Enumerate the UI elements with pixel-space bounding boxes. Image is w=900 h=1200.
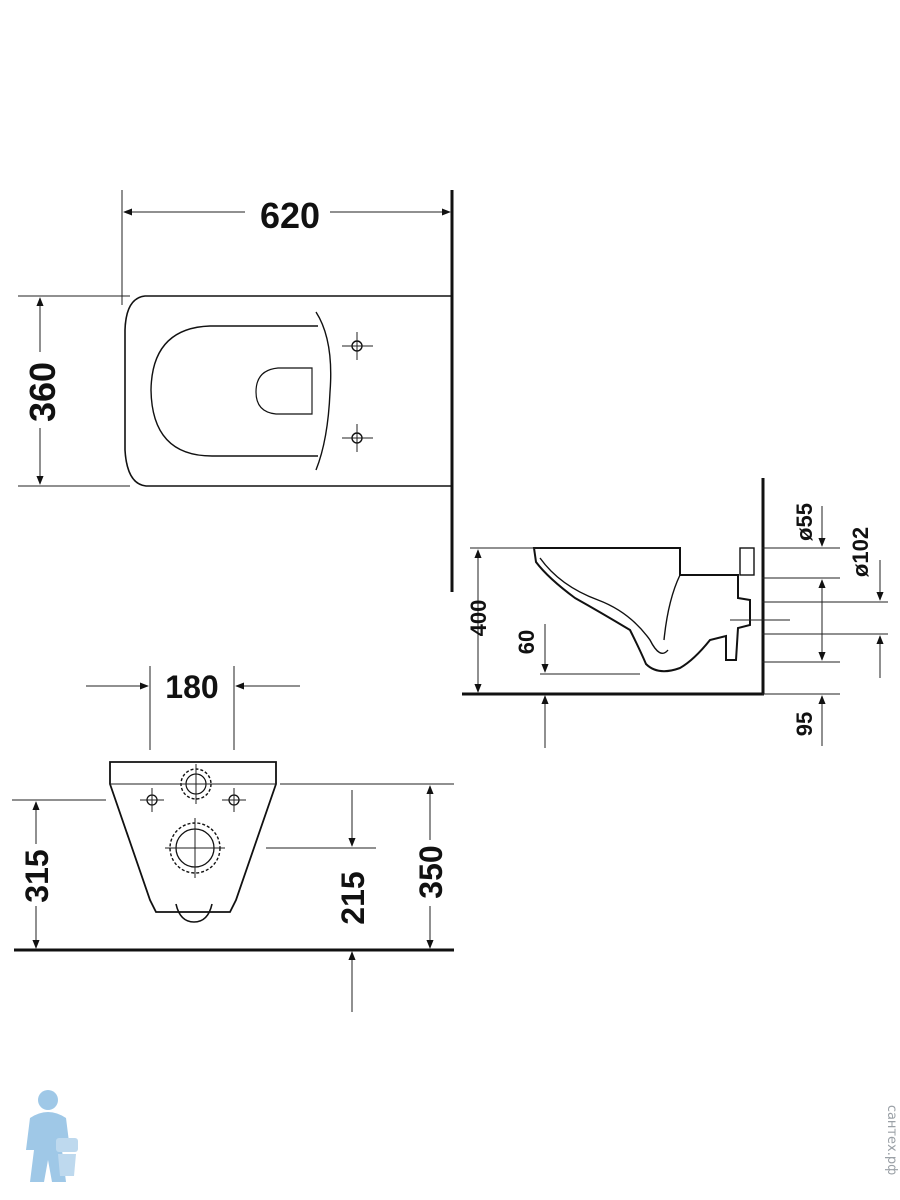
dim-60: 60 xyxy=(514,630,539,654)
top-view: 620 360 xyxy=(18,190,454,592)
watermark-text: сантех.рф xyxy=(884,1105,899,1175)
dim-360: 360 xyxy=(22,362,63,422)
front-body xyxy=(109,761,277,913)
dim-95: 95 xyxy=(792,712,817,736)
front-spout xyxy=(175,903,213,923)
front-view: 180 315 215 350 xyxy=(12,666,454,1012)
bowl-outline xyxy=(124,295,452,487)
inlet-hole xyxy=(176,764,216,804)
bowl-inner-curve xyxy=(539,557,669,654)
dim-d102: ø102 xyxy=(848,527,873,577)
dim-d55: ø55 xyxy=(792,503,817,541)
side-view: 400 60 ø55 ø102 95 xyxy=(462,478,888,748)
dim-180: 180 xyxy=(165,669,218,705)
dim-400: 400 xyxy=(466,600,491,637)
fixing-hole-bottom xyxy=(342,424,373,452)
inlet-socket xyxy=(739,547,755,576)
outlet-hole xyxy=(165,818,225,878)
inner-rim xyxy=(150,325,318,457)
fixing-hole-left xyxy=(140,788,164,812)
fixing-hole-right xyxy=(222,788,246,812)
bowl-profile xyxy=(532,547,751,673)
dim-215: 215 xyxy=(335,871,371,924)
drain-opening xyxy=(255,367,313,415)
dim-620: 620 xyxy=(260,195,320,236)
dim-315: 315 xyxy=(19,849,55,902)
dim-350: 350 xyxy=(413,845,449,898)
fixing-hole-top xyxy=(342,332,373,360)
plumber-logo xyxy=(26,1090,78,1182)
seat-hinge-edge xyxy=(315,311,332,471)
